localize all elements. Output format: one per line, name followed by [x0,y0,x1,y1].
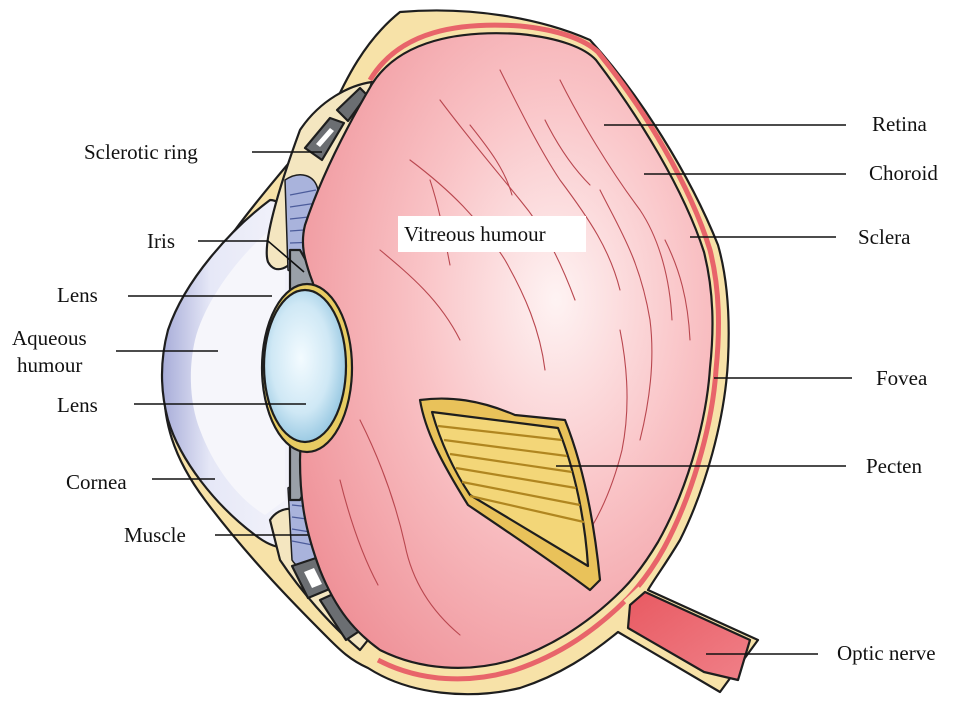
lens [264,290,346,442]
choroid-label: Choroid [869,161,938,185]
lens-label-upper: Lens [57,283,98,307]
optic-nerve-label: Optic nerve [837,641,936,665]
fovea-label: Fovea [876,366,928,390]
muscle-label: Muscle [124,523,186,547]
aqueous-humour-label-line2: humour [17,353,82,377]
pecten-label: Pecten [866,454,922,478]
sclera-label: Sclera [858,225,911,249]
iris-label: Iris [147,229,175,253]
sclerotic-ring-label: Sclerotic ring [84,140,198,164]
lens-label-lower: Lens [57,393,98,417]
aqueous-humour-label-line1: Aqueous [12,326,87,350]
vitreous-humour-label: Vitreous humour [404,222,546,246]
retina-label: Retina [872,112,927,136]
cornea-label: Cornea [66,470,127,494]
